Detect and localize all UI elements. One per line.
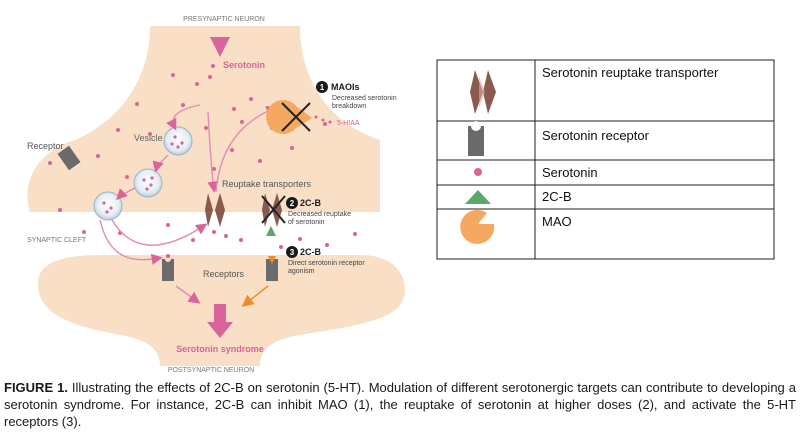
legend-label-mao: MAO bbox=[542, 214, 572, 229]
serotonin-pathway-arrows bbox=[99, 104, 278, 265]
presynaptic-neuron-shape bbox=[27, 26, 381, 212]
triangle-icon bbox=[465, 190, 491, 204]
receptor-1-activation-arrow bbox=[175, 285, 201, 304]
reuptake-transporters-label: Reuptake transporters bbox=[222, 179, 312, 189]
legend-label-2cb: 2C-B bbox=[542, 189, 572, 204]
receptors-label: Receptors bbox=[203, 269, 245, 279]
hiaa-dots bbox=[314, 115, 332, 124]
vesicle-3 bbox=[93, 191, 123, 221]
caption-text: Illustrating the effects of 2C-B on sero… bbox=[4, 380, 796, 429]
callout-1-number: 1 bbox=[320, 83, 325, 92]
callout-2-line-1: Decreased reuptake bbox=[288, 211, 351, 218]
receptor-icon bbox=[468, 121, 484, 156]
serotonin-dots bbox=[48, 64, 357, 249]
callout-3-number: 3 bbox=[290, 248, 295, 257]
vesicle-2 bbox=[133, 168, 163, 198]
mao-pacman-icon bbox=[460, 209, 495, 244]
legend-label-receptor: Serotonin receptor bbox=[542, 128, 650, 143]
postsynaptic-receptor-2 bbox=[266, 256, 278, 281]
callout-1-line-2: breakdown bbox=[332, 103, 366, 110]
serotonin-syndrome-arrow bbox=[207, 304, 233, 338]
reuptake-transporter-1 bbox=[205, 193, 225, 227]
callout-3-line-2: agonism bbox=[288, 268, 315, 275]
callout-3: 3 2C-B Direct serotonin receptor agonism bbox=[286, 246, 365, 275]
callout-2-title: 2C-B bbox=[300, 198, 322, 208]
postsynaptic-receptor-1 bbox=[162, 254, 174, 281]
callout-3-title: 2C-B bbox=[300, 247, 322, 257]
serotonin-dot-icon bbox=[474, 168, 482, 176]
caption-label: FIGURE 1. bbox=[4, 380, 68, 395]
postsynaptic-label: POSTSYNAPTIC NEURON bbox=[168, 367, 254, 374]
legend-table: Serotonin reuptake transporter Serotonin… bbox=[436, 59, 775, 260]
callout-1-line-1: Decreased serotonin bbox=[332, 95, 397, 102]
presynaptic-receptor bbox=[57, 145, 81, 171]
legend-label-transporter: Serotonin reuptake transporter bbox=[542, 65, 719, 80]
callout-1-title: MAOIs bbox=[331, 82, 360, 92]
callout-3-line-1: Direct serotonin receptor bbox=[288, 260, 365, 267]
callout-2: 2 2C-B Decreased reuptake of serotonin bbox=[286, 197, 351, 226]
reuptake-transporter-2-blocked bbox=[261, 193, 286, 236]
callout-2-number: 2 bbox=[290, 199, 295, 208]
vesicle-1 bbox=[163, 126, 193, 156]
vesicle-label: Vesicle bbox=[134, 133, 163, 143]
serotonin-top-label: Serotonin bbox=[223, 60, 265, 70]
serotonin-syndrome-label: Serotonin syndrome bbox=[176, 344, 264, 354]
transporter-icon bbox=[470, 70, 496, 114]
mao-enzyme bbox=[266, 100, 312, 134]
callout-1: 1 MAOIs Decreased serotonin breakdown bbox=[316, 81, 397, 110]
figure-caption: FIGURE 1. Illustrating the effects of 2C… bbox=[4, 379, 796, 430]
hiaa-label: 5-HIAA bbox=[337, 120, 360, 127]
presynaptic-label: PRESYNAPTIC NEURON bbox=[183, 16, 265, 23]
receptor-2-activation-arrow bbox=[241, 285, 269, 307]
receptor-left-label: Receptor bbox=[27, 141, 64, 151]
callout-2-line-2: of serotonin bbox=[288, 219, 325, 226]
legend-label-serotonin: Serotonin bbox=[542, 165, 598, 180]
synaptic-cleft-label: SYNAPTIC CLEFT bbox=[27, 237, 87, 244]
